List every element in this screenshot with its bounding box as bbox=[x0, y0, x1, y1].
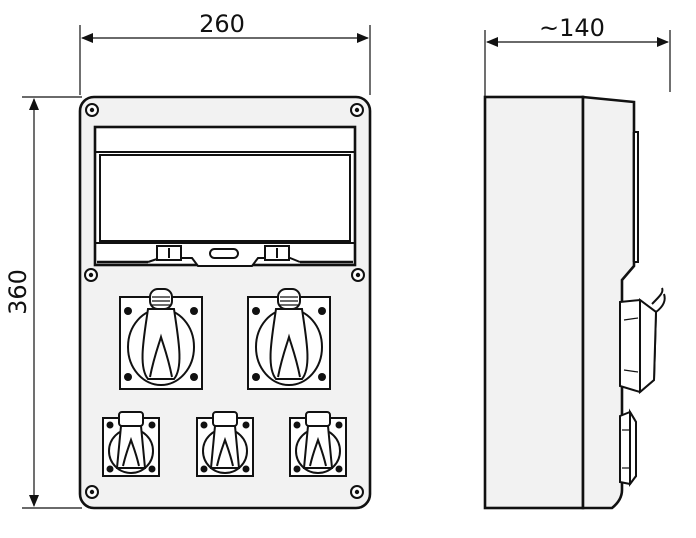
width-dimension: 260 bbox=[79, 10, 371, 95]
large-socket-left bbox=[119, 288, 203, 390]
screw-icon bbox=[84, 268, 98, 282]
side-cover bbox=[581, 95, 636, 510]
depth-dimension: ~140 bbox=[484, 14, 671, 97]
side-large-socket bbox=[619, 287, 666, 395]
side-body bbox=[483, 95, 585, 510]
screw-icon bbox=[351, 268, 365, 282]
screw-icon bbox=[350, 103, 364, 117]
small-socket bbox=[289, 411, 347, 477]
breaker-window bbox=[93, 125, 357, 267]
small-socket bbox=[196, 411, 254, 477]
depth-label: ~140 bbox=[539, 14, 605, 42]
large-socket-right bbox=[247, 288, 331, 390]
handle-icon bbox=[209, 248, 239, 259]
small-socket bbox=[102, 411, 160, 477]
latch-icon bbox=[264, 245, 290, 261]
front-view: 260 360 bbox=[4, 10, 372, 510]
height-dimension: 360 bbox=[4, 96, 82, 509]
height-label: 360 bbox=[4, 269, 32, 315]
screw-icon bbox=[85, 103, 99, 117]
side-small-socket bbox=[619, 408, 637, 487]
side-view: ~140 bbox=[483, 14, 671, 510]
screw-icon bbox=[85, 485, 99, 499]
width-label: 260 bbox=[199, 10, 245, 38]
corner-screws bbox=[84, 103, 365, 499]
latch-icon bbox=[156, 245, 182, 261]
screw-icon bbox=[350, 485, 364, 499]
